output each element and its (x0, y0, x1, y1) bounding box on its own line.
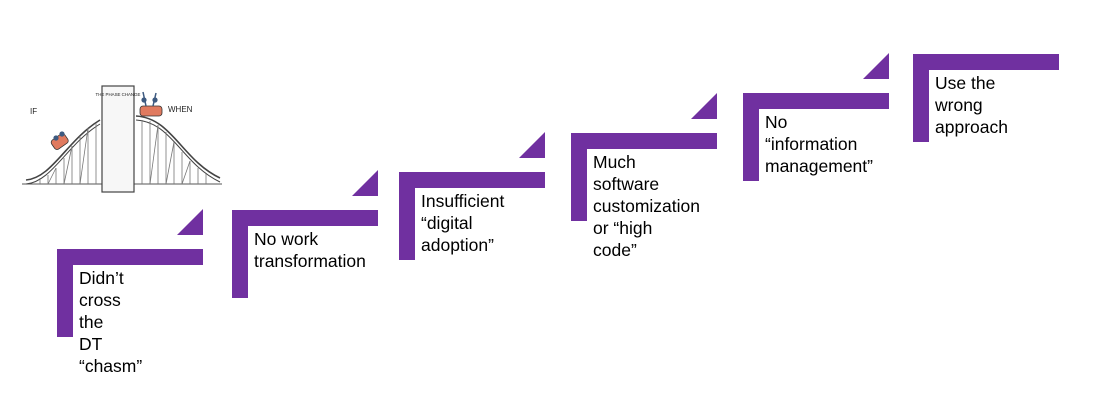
step-1-label: Didn’t cross the DT “chasm” (79, 268, 143, 376)
step-1-horizontal-bar (57, 249, 203, 265)
step-3-horizontal-bar (399, 172, 545, 188)
step-1-arrow-tip-icon (177, 209, 203, 235)
when-label: WHEN (168, 105, 193, 114)
step-3-label: Insufficient “digital adoption” (421, 191, 505, 255)
step-2-arrow-tip-icon (352, 170, 378, 196)
step-5-label: No “information management” (765, 112, 873, 176)
step-4-arrow-tip-icon (691, 93, 717, 119)
step-3-vertical-bar (399, 172, 415, 260)
step-4-label: Much software customization or “high cod… (593, 152, 700, 260)
step-6-horizontal-bar (913, 54, 1059, 70)
roller-coaster-illustration: IF WHEN THE PHASE CHANGE (22, 85, 222, 193)
step-5-vertical-bar (743, 93, 759, 181)
step-5-arrow-tip-icon (863, 53, 889, 79)
step-2-vertical-bar (232, 210, 248, 298)
phase-change-label: THE PHASE CHANGE (96, 92, 141, 97)
step-3-arrow-tip-icon (519, 132, 545, 158)
left-coaster-car-icon (50, 131, 69, 150)
step-4-vertical-bar (571, 133, 587, 221)
step-6-vertical-bar (913, 54, 929, 142)
step-5-horizontal-bar (743, 93, 889, 109)
right-coaster-car-icon (139, 91, 163, 117)
step-6-label: Use the wrong approach (935, 73, 1008, 137)
step-1-vertical-bar (57, 249, 73, 337)
step-2-label: No work transformation (254, 229, 366, 271)
step-2-horizontal-bar (232, 210, 378, 226)
if-label: IF (30, 107, 37, 116)
step-4-horizontal-bar (571, 133, 717, 149)
